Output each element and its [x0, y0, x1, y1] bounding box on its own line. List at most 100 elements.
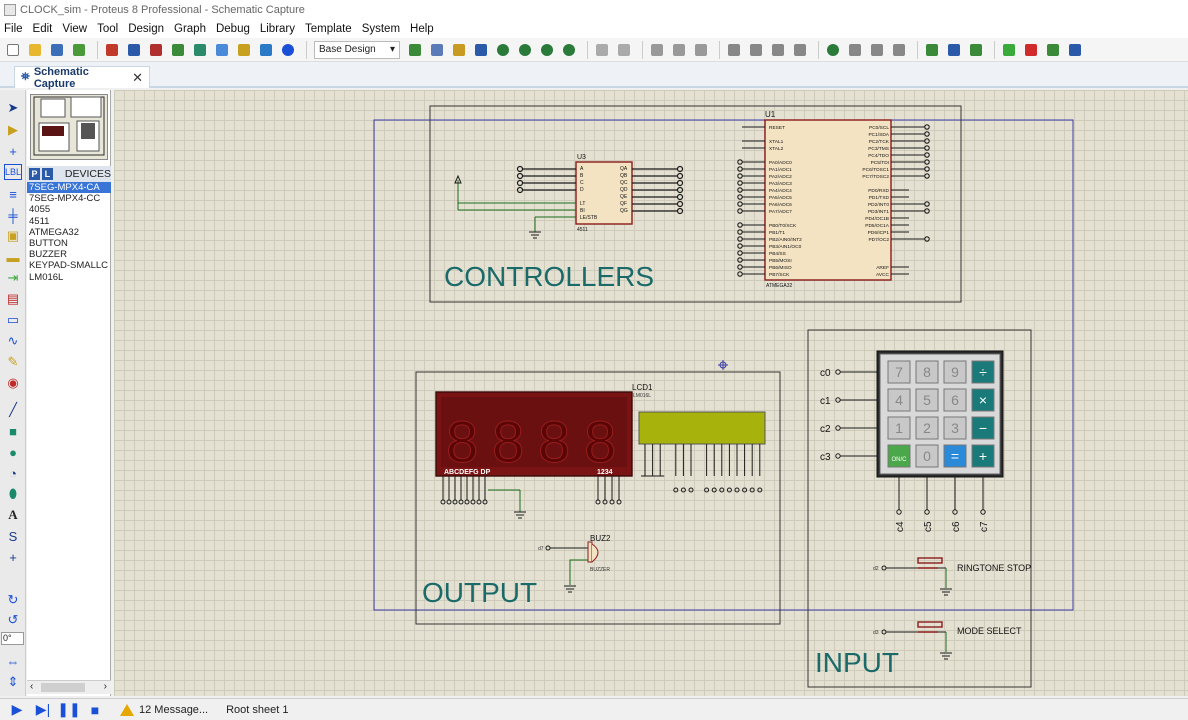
menu-system[interactable]: System	[361, 23, 401, 35]
subcircuit-icon[interactable]: ▣	[6, 228, 20, 243]
u1-pin-terminal[interactable]	[737, 243, 743, 249]
menu-tool[interactable]: Tool	[97, 23, 119, 35]
seg-pin-terminal[interactable]	[616, 499, 622, 505]
seg-pin-terminal[interactable]	[458, 499, 464, 505]
package-tool-icon[interactable]	[868, 41, 886, 59]
design-select[interactable]: Base Design▾	[314, 40, 400, 59]
stop-simulation-icon[interactable]: ■	[90, 701, 100, 718]
seg-pin-terminal[interactable]	[440, 499, 446, 505]
zoom-area-icon[interactable]	[560, 41, 578, 59]
keypad-key[interactable]	[915, 444, 939, 468]
keypad-key[interactable]	[915, 416, 939, 440]
ringtone-stop-button[interactable]: d2 RINGTONE STOP	[873, 557, 1031, 596]
lcd-pin-terminal[interactable]	[734, 487, 740, 493]
close-icon[interactable]: ✕	[132, 69, 143, 85]
bus-icon[interactable]: ╪	[8, 207, 18, 223]
mode-select-button[interactable]: d3 MODE SELECT	[873, 621, 1022, 660]
lcd-pin-terminal[interactable]	[704, 487, 710, 493]
seg-pin-terminal[interactable]	[609, 499, 615, 505]
component-mode-icon[interactable]: ▶	[8, 122, 18, 137]
gerber-icon[interactable]	[191, 41, 209, 59]
keypad-key[interactable]	[887, 360, 911, 384]
lcd-pin-terminal[interactable]	[680, 487, 686, 493]
lcd-pin-terminal[interactable]	[757, 487, 763, 493]
generator-icon[interactable]: ∿	[7, 333, 19, 348]
path-2d-icon[interactable]: ⬮	[8, 486, 18, 501]
device-item[interactable]: LM016L	[29, 271, 64, 283]
lcd-display[interactable]: LCD1 LM016L	[632, 383, 766, 493]
copy-icon[interactable]	[670, 41, 688, 59]
terminal-icon[interactable]: ▬	[6, 249, 20, 265]
save-icon[interactable]	[48, 41, 66, 59]
decompose-icon[interactable]	[890, 41, 908, 59]
virtual-instruments-icon[interactable]: ◉	[7, 375, 19, 390]
overview-preview[interactable]	[30, 94, 108, 160]
device-item[interactable]: 4511	[29, 215, 50, 227]
keypad-key[interactable]	[887, 388, 911, 412]
device-item[interactable]: ATMEGA32	[29, 226, 79, 238]
lcd-pin-terminal[interactable]	[711, 487, 717, 493]
menu-edit[interactable]: Edit	[32, 23, 53, 35]
lcd-pin-terminal[interactable]	[719, 487, 725, 493]
new-file-icon[interactable]	[4, 41, 22, 59]
circle-2d-icon[interactable]: ●	[9, 444, 17, 460]
box-2d-icon[interactable]: ■	[9, 423, 17, 439]
u1-pin-terminal[interactable]	[924, 236, 930, 242]
run-simulation-icon[interactable]: ▶	[11, 701, 23, 717]
seg-pin-terminal[interactable]	[602, 499, 608, 505]
u1-pin-terminal[interactable]	[737, 236, 743, 242]
tab-schematic-capture[interactable]: ⛯ Schematic Capture ✕	[14, 66, 150, 90]
bom-icon[interactable]	[213, 41, 231, 59]
origin-icon[interactable]	[450, 41, 468, 59]
u1-pin-terminal[interactable]	[924, 124, 930, 130]
u1-pin-terminal[interactable]	[737, 271, 743, 277]
keypad-key[interactable]	[971, 388, 995, 412]
rotate-cw-icon[interactable]: ↻	[7, 592, 19, 607]
seg-pin-terminal[interactable]	[595, 499, 601, 505]
device-item[interactable]: KEYPAD-SMALLC	[29, 260, 109, 272]
seg-pin-terminal[interactable]	[482, 499, 488, 505]
u1-pin-terminal[interactable]	[737, 264, 743, 270]
keypad-key[interactable]	[943, 416, 967, 440]
u1-pin-terminal[interactable]	[737, 173, 743, 179]
wire-autorouter-icon[interactable]	[923, 41, 941, 59]
help-icon[interactable]	[279, 41, 297, 59]
tape-recorder-icon[interactable]: ▭	[6, 312, 20, 327]
keypad-row-terminal[interactable]	[835, 453, 841, 459]
pick-devices-button[interactable]: P	[29, 168, 40, 180]
block-move-icon[interactable]	[747, 41, 765, 59]
open-folder-icon[interactable]	[26, 41, 44, 59]
buzzer[interactable]: BUZ2 BUZZER d7	[538, 534, 611, 593]
vsm-icon[interactable]	[257, 41, 275, 59]
keypad-col-terminal[interactable]	[924, 509, 930, 515]
rotation-field[interactable]: 0°	[1, 632, 24, 645]
refresh-icon[interactable]	[406, 41, 424, 59]
import-icon[interactable]	[70, 41, 88, 59]
remove-sheet-icon[interactable]	[1022, 41, 1040, 59]
lcd-pin-terminal[interactable]	[742, 487, 748, 493]
mirror-y-icon[interactable]: ⇕	[7, 674, 19, 689]
u1-pin-terminal[interactable]	[737, 208, 743, 214]
keypad-col-terminal[interactable]	[980, 509, 986, 515]
u1-pin-terminal[interactable]	[737, 201, 743, 207]
seg-pin-terminal[interactable]	[464, 499, 470, 505]
device-item[interactable]: 7SEG-MPX4-CC	[29, 193, 101, 205]
property-tool-icon[interactable]	[967, 41, 985, 59]
u1-microcontroller[interactable]: U1 ATMEGA32 RESETXTAL1XTAL2PA0/ADC0PA1/A…	[737, 110, 930, 289]
graph-mode-icon[interactable]: ▤	[6, 291, 20, 306]
menu-help[interactable]: Help	[410, 23, 434, 35]
menu-debug[interactable]: Debug	[215, 23, 250, 35]
redo-icon[interactable]	[615, 41, 633, 59]
grid-icon[interactable]	[428, 41, 446, 59]
symbol-2d-icon[interactable]: S	[8, 528, 18, 544]
u1-pin-terminal[interactable]	[924, 138, 930, 144]
block-delete-icon[interactable]	[791, 41, 809, 59]
device-item[interactable]: BUZZER	[29, 249, 67, 261]
schematic-icon[interactable]	[125, 41, 143, 59]
keypad-key[interactable]	[971, 360, 995, 384]
u1-pin-terminal[interactable]	[737, 222, 743, 228]
keypad-key[interactable]	[915, 360, 939, 384]
lcd-pin-terminal[interactable]	[673, 487, 679, 493]
scroll-right-icon[interactable]: ›	[103, 681, 107, 692]
mirror-x-icon[interactable]: ⇔	[6, 653, 20, 669]
